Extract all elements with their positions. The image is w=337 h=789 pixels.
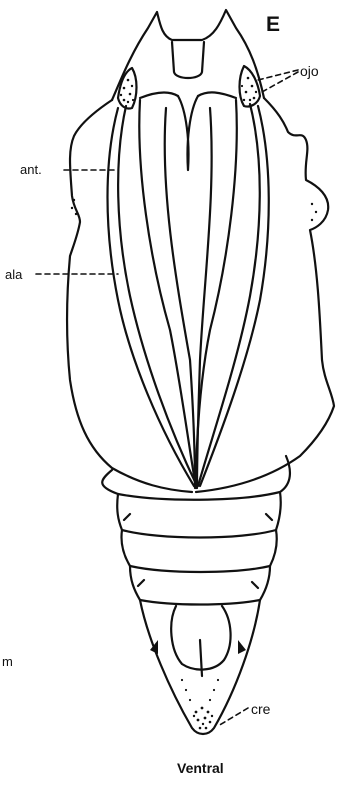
- leg-sheath-mid-left: [165, 108, 195, 488]
- head-suture-left: [140, 92, 178, 98]
- view-label: Ventral: [177, 761, 224, 775]
- antenna-left-inner: [118, 106, 197, 486]
- cremaster-stipple: [193, 707, 213, 730]
- label-ojo: ojo: [300, 64, 319, 78]
- abdomen-hook-right: [238, 640, 246, 654]
- label-ala: ala: [5, 268, 22, 281]
- abdomen-segment-3: [121, 530, 276, 572]
- genital-plate-dots: [181, 679, 219, 701]
- antenna-right-inner: [198, 104, 260, 486]
- wing-pad-outline-right: [196, 98, 334, 492]
- abdomen-tip-outline: [140, 600, 260, 734]
- label-cre: cre: [251, 702, 270, 716]
- leg-sheath-right: [196, 100, 237, 488]
- label-ant: ant.: [20, 163, 42, 176]
- clypeus: [172, 42, 204, 78]
- scale-unit-fragment: m: [2, 655, 13, 668]
- leader-ojo-1: [258, 70, 298, 80]
- antenna-left-outer: [108, 108, 195, 486]
- leg-sheath-mid-right: [197, 108, 212, 488]
- mouthparts: [178, 96, 198, 170]
- panel-letter: E: [266, 14, 280, 35]
- head-suture-right: [198, 92, 236, 98]
- abdomen-tick-left: [124, 514, 144, 586]
